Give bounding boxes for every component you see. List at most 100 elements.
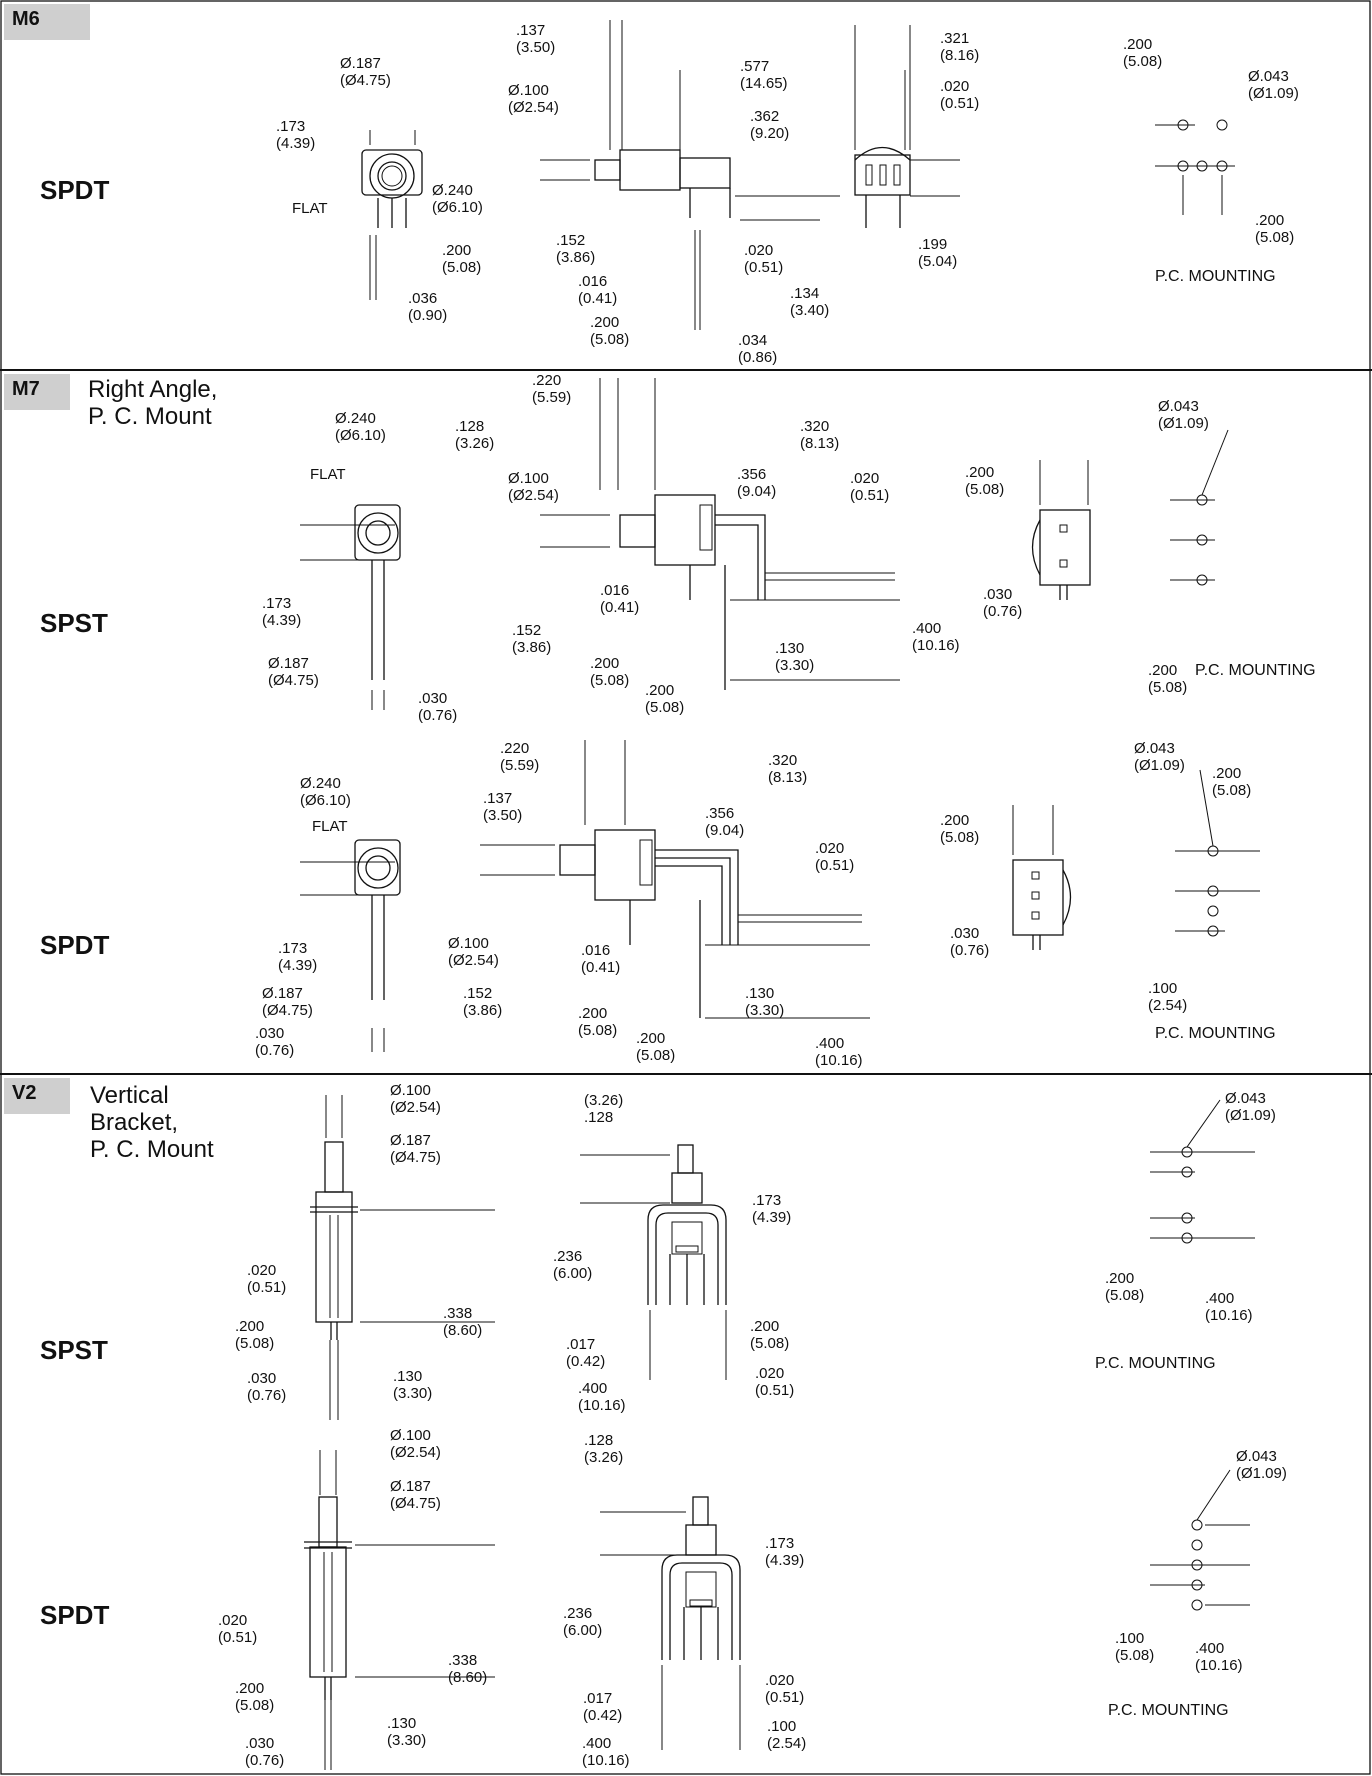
pc-mounting-label: P.C. MOUNTING — [1155, 268, 1276, 285]
dimension-label: .100 (2.54) — [767, 1718, 807, 1752]
dimension-label: .016 (0.41) — [600, 582, 640, 616]
variant-v2-spdt: SPDT — [40, 1600, 110, 1630]
m7-spst-front-view — [300, 504, 401, 710]
dimension-label: .130 (3.30) — [393, 1368, 433, 1402]
dimension-label: Ø.100 (Ø2.54) — [390, 1082, 441, 1116]
dimension-label: .020 (0.51) — [247, 1262, 287, 1296]
variant-m6-spdt: SPDT — [40, 175, 110, 205]
dimension-label: .200 (5.08) — [1123, 36, 1163, 70]
flat-label: FLAT — [310, 466, 346, 483]
dimension-label: .016 (0.41) — [578, 273, 618, 307]
dimension-label: Ø.043 (Ø1.09) — [1225, 1090, 1276, 1124]
dimension-label: .016 (0.41) — [581, 942, 621, 976]
dimension-label: .030 (0.76) — [418, 690, 458, 724]
v2-spdt-pc-mounting — [1150, 1469, 1250, 1611]
dimension-label: .020 (0.51) — [850, 470, 890, 504]
dimension-label: Ø.100 (Ø2.54) — [508, 470, 559, 504]
dimension-label: Ø.043 (Ø1.09) — [1158, 398, 1209, 432]
dimension-label: .200 (5.08) — [645, 682, 685, 716]
m7-spdt-front-view — [300, 839, 401, 1052]
dimension-label: .220 (5.59) — [500, 740, 540, 774]
m7-spst-end-view — [1031, 460, 1091, 600]
m6-front-view — [361, 130, 423, 300]
dimension-label: Ø.100 (Ø2.54) — [508, 82, 559, 116]
dimension-label: Ø.100 (Ø2.54) — [448, 935, 499, 969]
v2-spdt-side-view — [600, 1496, 741, 1750]
v2-spst-pc-mounting — [1150, 1099, 1255, 1244]
dimension-label: .200 (5.08) — [235, 1318, 275, 1352]
dimension-label: .130 (3.30) — [775, 640, 815, 674]
dimension-label: .400 (10.16) — [578, 1380, 626, 1414]
dimension-label: .030 (0.76) — [247, 1370, 287, 1404]
pc-mounting-label: P.C. MOUNTING — [1108, 1702, 1229, 1719]
dimension-label: .137 (3.50) — [483, 790, 523, 824]
flat-label: FLAT — [312, 818, 348, 835]
dimension-label: Ø.187 (Ø4.75) — [268, 655, 319, 689]
dimension-label: .200 (5.08) — [636, 1030, 676, 1064]
m6-pc-mounting — [1155, 119, 1235, 215]
dimension-label: Ø.043 (Ø1.09) — [1236, 1448, 1287, 1482]
section-desc-v2: Vertical Bracket, P. C. Mount — [90, 1082, 214, 1163]
dimension-label: (3.26) .128 — [584, 1092, 624, 1126]
m7-spdt-pc-mounting — [1175, 769, 1260, 937]
dimension-label: .400 (10.16) — [912, 620, 960, 654]
dimension-label: .152 (3.86) — [463, 985, 503, 1019]
dimension-label: .017 (0.42) — [566, 1336, 606, 1370]
dimension-label: .030 (0.76) — [950, 925, 990, 959]
dimension-label: .020 (0.51) — [815, 840, 855, 874]
dimension-label: Ø.240 (Ø6.10) — [300, 775, 351, 809]
dimension-label: Ø.187 (Ø4.75) — [390, 1132, 441, 1166]
dimension-label: .137 (3.50) — [516, 22, 556, 56]
dimension-label: .128 (3.26) — [584, 1432, 624, 1466]
dimension-label: .200 (5.08) — [1148, 662, 1188, 696]
dimension-label: .200 (5.08) — [1212, 765, 1252, 799]
dimension-label: .030 (0.76) — [255, 1025, 295, 1059]
dimension-label: .400 (10.16) — [815, 1035, 863, 1069]
dimension-label: .200 (5.08) — [590, 314, 630, 348]
m7-spdt-end-view — [1012, 805, 1072, 950]
v2-spst-side-view — [580, 1144, 727, 1380]
dimension-label: .200 (5.08) — [578, 1005, 618, 1039]
flat-label: FLAT — [292, 200, 328, 217]
dimension-label: .020 (0.51) — [940, 78, 980, 112]
dimension-label: Ø.187 (Ø4.75) — [262, 985, 313, 1019]
dimension-label: .356 (9.04) — [737, 466, 777, 500]
dimension-label: .173 (4.39) — [752, 1192, 792, 1226]
m6-side-view — [540, 20, 840, 330]
dimension-label: .017 (0.42) — [583, 1690, 623, 1724]
dimension-label: .128 (3.26) — [455, 418, 495, 452]
section-code-m6: M6 — [4, 4, 90, 40]
dimension-label: Ø.187 (Ø4.75) — [340, 55, 391, 89]
dimension-label: .356 (9.04) — [705, 805, 745, 839]
dimension-label: .034 (0.86) — [738, 332, 778, 366]
dimension-label: Ø.043 (Ø1.09) — [1248, 68, 1299, 102]
v2-spst-front-view — [310, 1095, 495, 1420]
dimension-label: .400 (10.16) — [582, 1735, 630, 1769]
section-code-v2: V2 — [4, 1078, 70, 1114]
dimension-label: Ø.240 (Ø6.10) — [432, 182, 483, 216]
variant-m7-spst: SPST — [40, 608, 108, 638]
dimension-label: .130 (3.30) — [387, 1715, 427, 1749]
pc-mounting-label: P.C. MOUNTING — [1155, 1025, 1276, 1042]
dimension-label: .152 (3.86) — [556, 232, 596, 266]
pc-mounting-label: P.C. MOUNTING — [1195, 662, 1316, 679]
pc-mounting-label: P.C. MOUNTING — [1095, 1355, 1216, 1372]
dimension-label: .199 (5.04) — [918, 236, 958, 270]
m6-end-view — [854, 25, 960, 228]
m7-spst-pc-mounting — [1170, 429, 1229, 586]
dimension-label: .100 (5.08) — [1115, 1630, 1155, 1664]
dimension-label: .173 (4.39) — [262, 595, 302, 629]
dimension-label: .020 (0.51) — [765, 1672, 805, 1706]
v2-spdt-front-view — [304, 1450, 495, 1770]
dimension-label: .338 (8.60) — [443, 1305, 483, 1339]
dimension-label: .220 (5.59) — [532, 372, 572, 406]
dimension-label: .020 (0.51) — [755, 1365, 795, 1399]
dimension-label: .362 (9.20) — [750, 108, 790, 142]
dimension-label: .577 (14.65) — [740, 58, 788, 92]
dimension-label: .100 (2.54) — [1148, 980, 1188, 1014]
dimension-label: Ø.100 (Ø2.54) — [390, 1427, 441, 1461]
dimension-label: .200 (5.08) — [590, 655, 630, 689]
dimension-label: .200 (5.08) — [965, 464, 1005, 498]
dimension-label: .320 (8.13) — [800, 418, 840, 452]
